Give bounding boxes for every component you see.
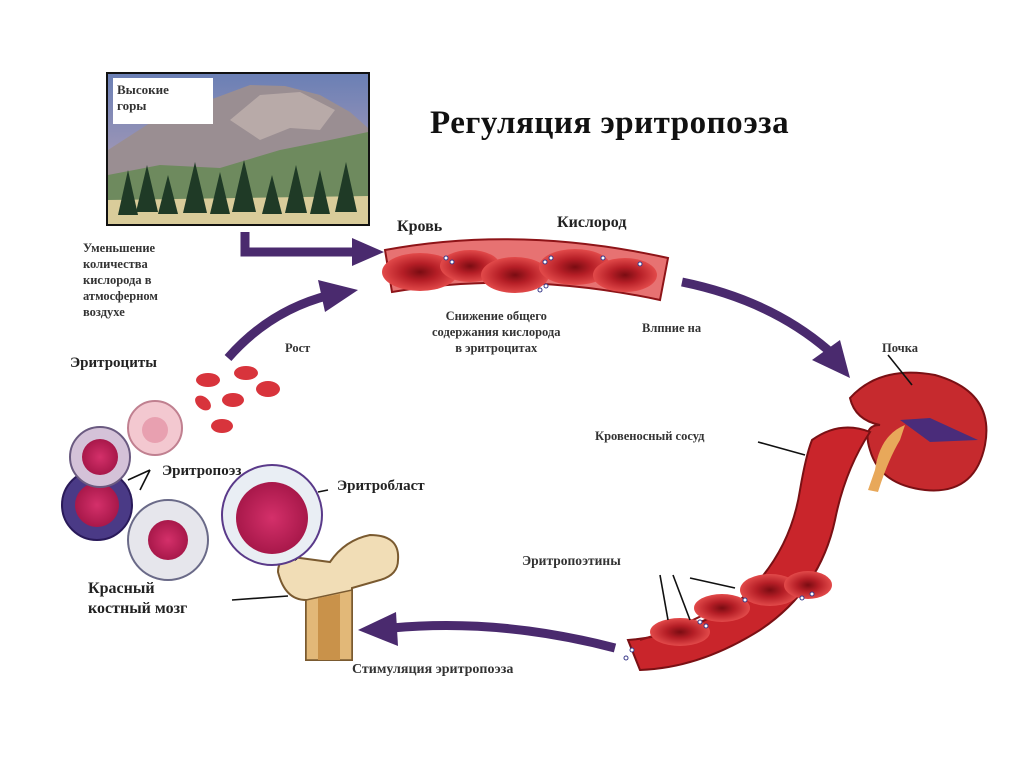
bone-marrow-label: Красный костный мозг — [88, 579, 187, 619]
blood-vessel-large — [623, 426, 872, 672]
erythropoiesis-label: Эритропоэз — [162, 463, 242, 479]
bone-marrow-line1: Красный — [88, 580, 155, 597]
oxygen-decrease-line3: кислорода в — [83, 273, 152, 287]
mountains-label: Высокие горы — [117, 82, 169, 114]
bone — [276, 533, 400, 661]
arrow-to-kidney — [681, 277, 831, 354]
oxygen-decrease-line5: воздухе — [83, 305, 125, 319]
influence-label: Влпние на — [642, 321, 702, 335]
erythrocytes-label: Эритроциты — [70, 355, 157, 371]
bone-marrow-line2: костный мозг — [88, 600, 188, 617]
page-title: Регуляция эритропоэза — [430, 105, 790, 141]
blood-label: Кровь — [397, 218, 443, 235]
blood-vessel-label: Кровеносный сосуд — [595, 429, 705, 443]
kidney — [848, 371, 988, 492]
blood-vessel-top — [382, 238, 670, 302]
erythrocytes-small — [195, 366, 280, 433]
mountains-label-line2: горы — [117, 98, 147, 113]
kidney-label: Почка — [882, 341, 918, 355]
arrow-growth — [224, 290, 332, 361]
growth-label: Рост — [285, 341, 311, 355]
erythroblast-label: Эритробласт — [337, 478, 425, 494]
arrow-to-blood — [240, 232, 355, 257]
oxygen-decrease-line2: количества — [83, 257, 148, 271]
oxygen-decrease-line1: Уменьшение — [83, 241, 156, 255]
cells — [61, 400, 323, 581]
oxygen-label: Кислород — [557, 214, 627, 231]
oxygen-decrease-label: Уменьшение количества кислорода в атмосф… — [83, 240, 158, 320]
mountains-label-line1: Высокие — [117, 82, 169, 97]
total-oxygen-line3: в эритроцитах — [455, 341, 538, 355]
erythropoietins-label: Эритропоэтины — [522, 553, 621, 568]
arrow-to-bone — [391, 621, 617, 653]
total-oxygen-line1: Снижение общего — [445, 309, 547, 323]
mountains-picture — [106, 72, 370, 226]
total-oxygen-label: Снижение общего содержания кислорода в э… — [432, 308, 561, 356]
stimulation-label: Стимуляция эритропоэза — [352, 662, 514, 677]
oxygen-decrease-line4: атмосферном — [83, 289, 158, 303]
total-oxygen-line2: содержания кислорода — [432, 325, 561, 339]
